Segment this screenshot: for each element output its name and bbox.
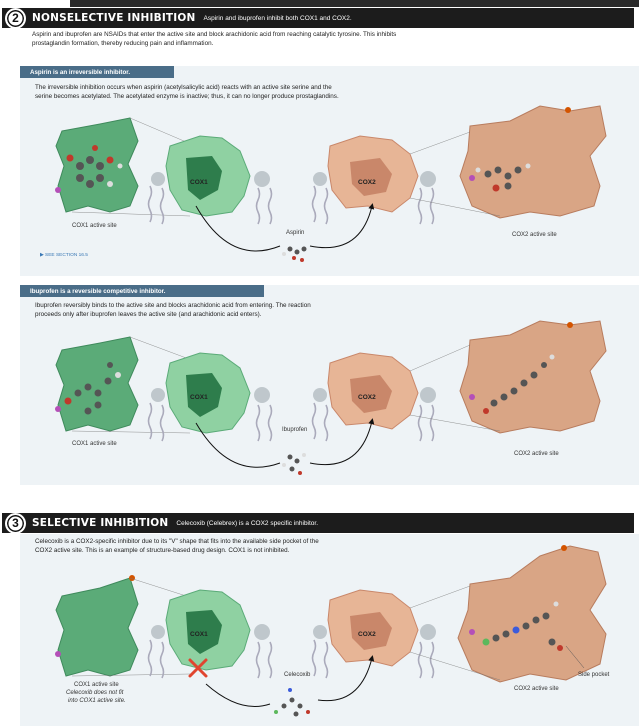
section-2-description-line: Aspirin and ibuprofen are NSAIDs that en… bbox=[32, 30, 396, 39]
celecoxib-diagram: COX1 active site Celecoxib does not fit … bbox=[0, 534, 639, 726]
aspirin-drug-label: Aspirin bbox=[286, 230, 304, 236]
ibuprofen-drug-molecule bbox=[282, 453, 306, 475]
cox1-note-line: into COX1 active site. bbox=[68, 698, 126, 704]
cox2-label: COX2 bbox=[358, 394, 376, 401]
side-pocket-label: Side pocket bbox=[578, 672, 610, 678]
cox1-active-site-label: COX1 active site bbox=[72, 441, 117, 447]
section-2-title: NONSELECTIVE INHIBITION bbox=[32, 12, 196, 24]
section-2-header: 2 NONSELECTIVE INHIBITION Aspirin and ib… bbox=[2, 8, 634, 28]
section-2-description: Aspirin and ibuprofen are NSAIDs that en… bbox=[32, 30, 396, 48]
cox1-active-site-shape bbox=[56, 578, 138, 676]
section-2-description-line: prostaglandin formation, thereby reducin… bbox=[32, 39, 396, 48]
section-2-subtitle: Aspirin and ibuprofen inhibit both COX1 … bbox=[204, 15, 352, 22]
ibuprofen-diagram: COX1 active site COX1 COX2 Ibuprofen COX… bbox=[0, 285, 639, 485]
cox1-active-site-label: COX1 active site bbox=[74, 682, 119, 688]
aspirin-diagram: COX1 active site COX1 COX2 Aspirin COX bbox=[0, 66, 639, 276]
cox2-active-site-label: COX2 active site bbox=[514, 451, 559, 457]
cox2-label: COX2 bbox=[358, 631, 376, 638]
section-3-title: SELECTIVE INHIBITION bbox=[32, 517, 168, 529]
cox2-active-site-shape bbox=[460, 106, 606, 218]
section-3-number: 3 bbox=[5, 513, 26, 534]
cox2-label: COX2 bbox=[358, 179, 376, 186]
cox1-active-site-label: COX1 active site bbox=[72, 223, 117, 229]
cox2-active-site-label: COX2 active site bbox=[512, 232, 557, 238]
section-3-subtitle: Celecoxib (Celebrex) is a COX2 specific … bbox=[176, 520, 318, 527]
ibuprofen-drug-label: Ibuprofen bbox=[282, 427, 307, 433]
cox1-label: COX1 bbox=[190, 631, 208, 638]
section-3-header: 3 SELECTIVE INHIBITION Celecoxib (Celebr… bbox=[2, 513, 634, 533]
cox1-label: COX1 bbox=[190, 179, 208, 186]
celecoxib-drug-molecule bbox=[274, 688, 310, 717]
aspirin-drug-molecule bbox=[282, 247, 307, 263]
section-2-number: 2 bbox=[5, 8, 26, 29]
top-rule bbox=[70, 0, 639, 7]
cox2-active-site-shape bbox=[458, 546, 606, 682]
cox2-active-site-label: COX2 active site bbox=[514, 686, 559, 692]
cox1-label: COX1 bbox=[190, 394, 208, 401]
celecoxib-drug-label: Celecoxib bbox=[284, 672, 311, 678]
cox1-active-site-shape bbox=[56, 337, 138, 431]
cox1-note-line: Celecoxib does not fit bbox=[66, 690, 124, 696]
